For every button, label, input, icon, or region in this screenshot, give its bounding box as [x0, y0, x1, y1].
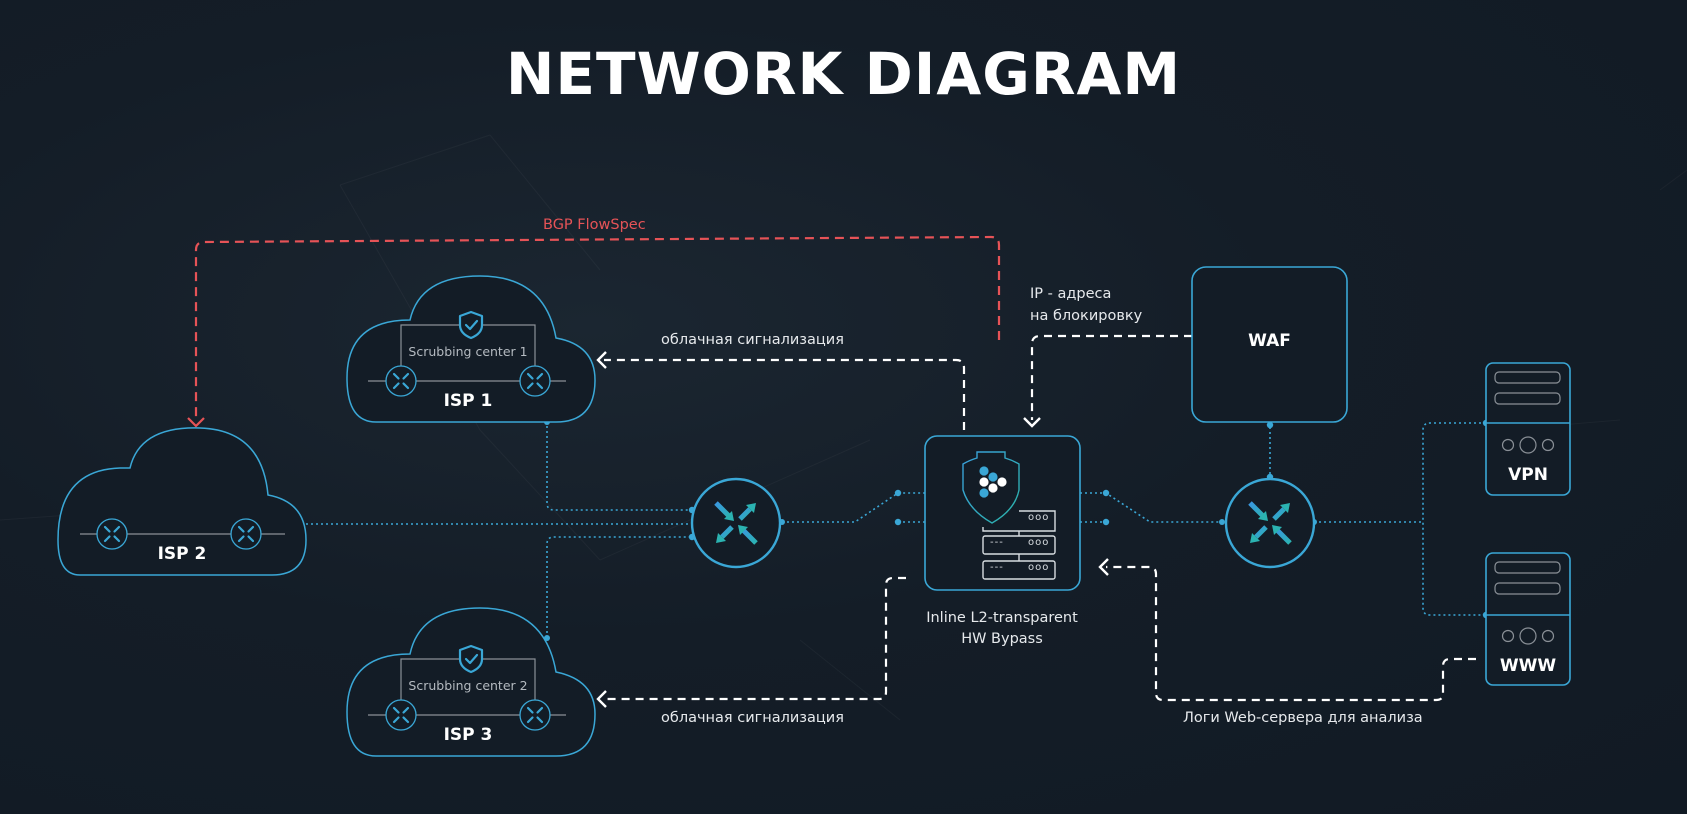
isp1-label: ISP 1 — [443, 391, 493, 411]
isp3-router-left-icon — [385, 699, 417, 731]
scrubbing-center-2-label: Scrubbing center 2 — [408, 678, 528, 693]
isp2-label: ISP 2 — [157, 544, 207, 564]
signal-arrowheads — [596, 351, 1109, 708]
arrow-down-icon — [1023, 417, 1041, 428]
server-row-2-dashes: --- — [990, 537, 1004, 548]
isp3-shield-check-icon — [458, 644, 484, 674]
vpn-server-node[interactable] — [1485, 362, 1571, 496]
server-row-3-dashes: --- — [990, 562, 1004, 573]
page-title: NETWORK DIAGRAM — [505, 40, 1182, 108]
web-logs-label: Логи Web-сервера для анализа — [1183, 710, 1423, 726]
bgp-arrowhead-icon — [187, 417, 205, 428]
core-router-icon[interactable] — [692, 479, 780, 567]
isp2-cloud[interactable] — [57, 427, 307, 576]
ip-block-label-line1: IP - адреса — [1030, 286, 1112, 302]
scrubbing-center-1-label: Scrubbing center 1 — [408, 344, 528, 359]
hw-bypass-node[interactable] — [924, 435, 1081, 591]
server-row-1-dots: ooo — [1028, 512, 1050, 523]
isp1-router-right-icon — [519, 365, 551, 397]
isp3-router-right-icon — [519, 699, 551, 731]
network-links — [306, 421, 1486, 638]
arrow-left-icon — [596, 351, 607, 369]
hw-bypass-label-line2: HW Bypass — [961, 631, 1043, 647]
isp2-router-right-icon — [230, 518, 262, 550]
cloud-signal-top-label: облачная сигнализация — [661, 332, 844, 348]
edge-router-icon[interactable] — [1226, 479, 1314, 567]
bgp-flowspec-link — [194, 235, 1001, 420]
www-server-node[interactable] — [1485, 552, 1571, 686]
isp3-cloud[interactable] — [346, 607, 596, 757]
waf-node[interactable] — [1191, 266, 1348, 423]
ip-block-label-line2: на блокировку — [1030, 308, 1143, 324]
isp1-shield-check-icon — [458, 310, 484, 340]
waf-label: WAF — [1248, 331, 1291, 351]
isp3-label: ISP 3 — [443, 725, 493, 745]
server-row-2-dots: ooo — [1028, 537, 1050, 548]
bgp-flowspec-label: BGP FlowSpec — [543, 217, 646, 233]
arrow-left-icon — [596, 690, 607, 708]
background-mesh — [0, 134, 1687, 721]
hw-bypass-label-line1: Inline L2-transparent — [926, 610, 1078, 626]
vpn-label: VPN — [1508, 465, 1548, 485]
server-row-3-dots: ooo — [1028, 562, 1050, 573]
signalling-links — [604, 334, 1476, 702]
arrow-left-icon — [1098, 558, 1109, 576]
isp1-cloud[interactable] — [346, 275, 596, 423]
isp1-router-left-icon — [385, 365, 417, 397]
cloud-signal-bottom-label: облачная сигнализация — [661, 710, 844, 726]
isp2-router-left-icon — [96, 518, 128, 550]
www-label: WWW — [1499, 656, 1557, 676]
shield-server-icon — [962, 451, 1056, 580]
